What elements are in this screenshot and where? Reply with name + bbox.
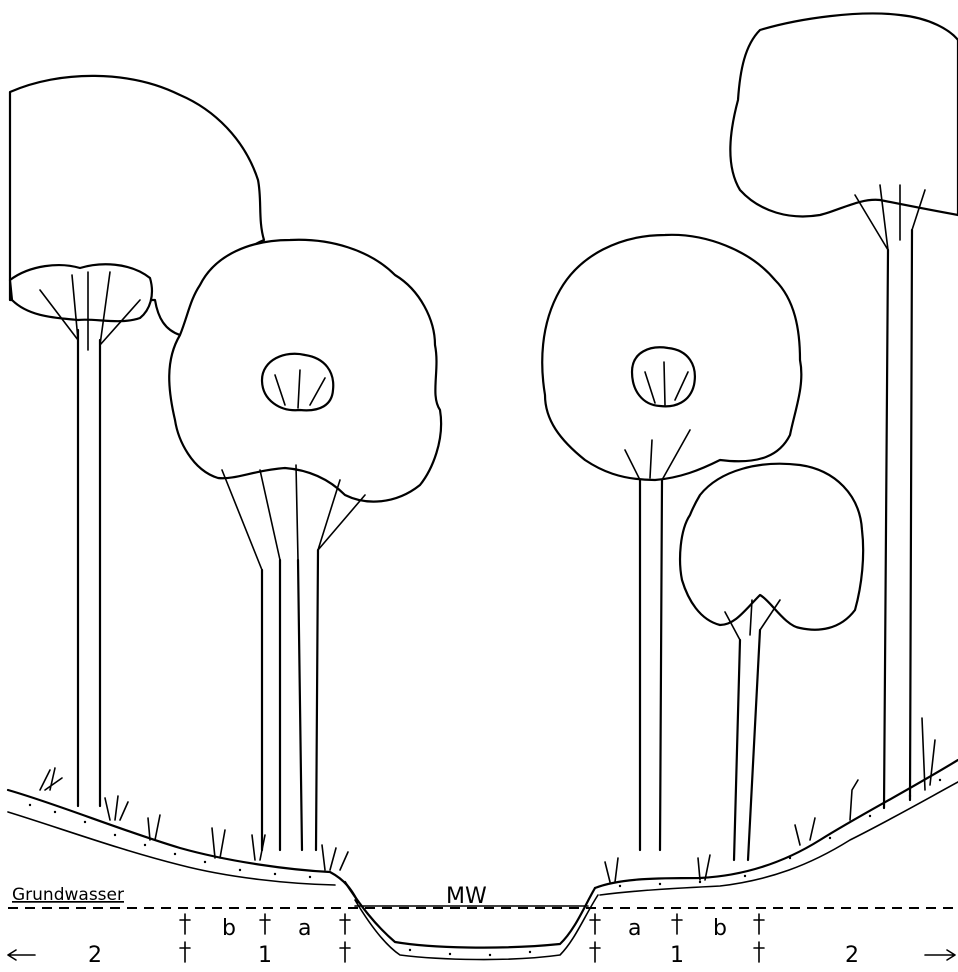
zone-b-left: b: [222, 916, 236, 941]
right-center-trunk: [640, 480, 662, 850]
zone-1-left: 1: [258, 943, 272, 968]
right-small-crown: [680, 464, 863, 630]
left-tall-tree-top: [10, 264, 152, 321]
right-arrow: [925, 950, 955, 960]
zone-2-right: 2: [845, 943, 859, 968]
mean-water-label: MW: [446, 884, 487, 909]
ground-vegetation: [40, 718, 935, 882]
left-soil-base: [8, 812, 335, 885]
left-center-trunks: [262, 550, 318, 850]
groundwater-label: Grundwasser: [12, 885, 124, 905]
soil-stipple: [29, 779, 941, 956]
left-tall-trunk: [78, 330, 100, 806]
zone-a-left: a: [298, 916, 311, 941]
zone-1-right: 1: [670, 943, 684, 968]
right-back-crown: [730, 13, 958, 216]
right-tall-trunk: [884, 230, 912, 808]
right-bank-surface: [595, 760, 958, 888]
zone-2-left: 2: [88, 943, 102, 968]
zone-a-right: a: [628, 916, 641, 941]
zone-b-right: b: [713, 916, 727, 941]
left-arrow: [8, 950, 35, 960]
right-small-trunk: [734, 630, 760, 860]
